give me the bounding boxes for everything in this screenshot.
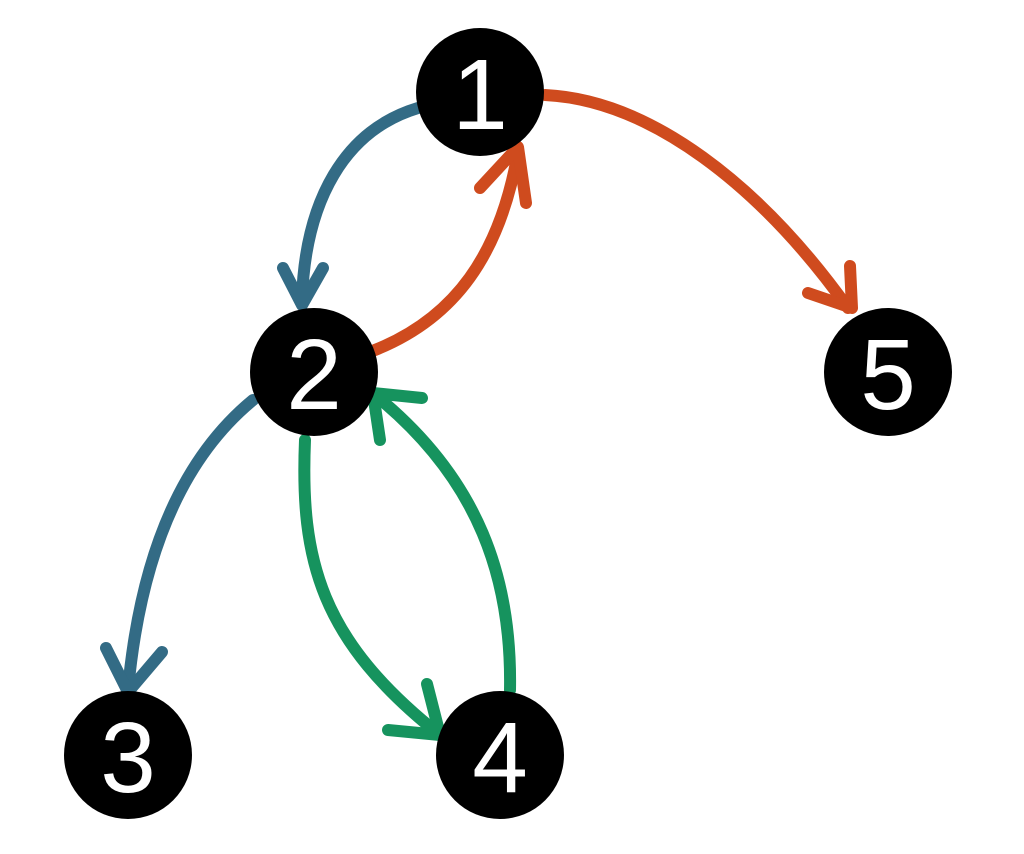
edge-1-to-5	[539, 89, 858, 314]
nodes-layer: 1 2 3 4 5	[64, 28, 952, 819]
node-4-label: 4	[472, 702, 528, 814]
node-5-label: 5	[860, 319, 916, 431]
edge-2-to-4	[298, 434, 446, 741]
node-1: 1	[416, 28, 544, 156]
node-3: 3	[64, 691, 192, 819]
node-5-circle	[824, 308, 952, 436]
node-3-label: 3	[100, 702, 156, 814]
node-4: 4	[436, 691, 564, 819]
edge-2-to-1	[369, 141, 532, 356]
node-5: 5	[824, 308, 952, 436]
node-2-label: 2	[286, 319, 342, 431]
edges-layer	[100, 89, 858, 741]
edge-1-to-2	[277, 102, 424, 311]
node-1-label: 1	[452, 39, 508, 151]
edge-4-to-2	[367, 387, 517, 696]
edge-2-to-3	[100, 394, 259, 698]
node-4-circle	[436, 691, 564, 819]
node-2-circle	[250, 308, 378, 436]
node-2: 2	[250, 308, 378, 436]
node-1-circle	[416, 28, 544, 156]
node-3-circle	[64, 691, 192, 819]
